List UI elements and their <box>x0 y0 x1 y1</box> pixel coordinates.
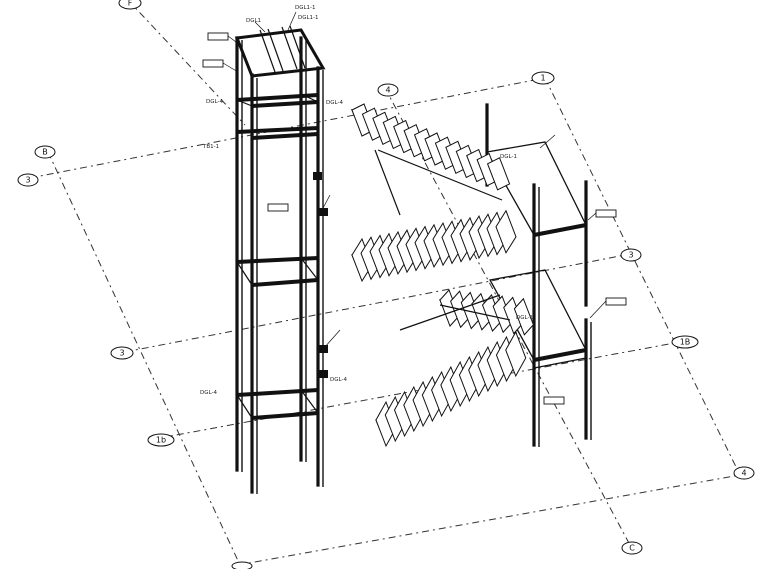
grid-bubble-col-1: 1 <box>531 71 555 85</box>
tag-stair-right-upper <box>595 209 617 218</box>
label-tower-left-1: DGL-4 <box>206 99 223 105</box>
stair-flight-bottom <box>375 330 527 448</box>
label-tower-right-1: DGL-4 <box>326 100 343 106</box>
grid-bubble-stair-top: 4 <box>377 83 399 97</box>
svg-text:3: 3 <box>119 349 124 358</box>
stair-tread <box>486 157 511 191</box>
grid-bubble-left-mid: 3 <box>17 173 39 187</box>
svg-text:C: C <box>629 544 635 553</box>
stair-labels: DGL-1 DGL-1 <box>500 134 627 405</box>
grid-bubble-left-b2: 1b <box>147 433 175 447</box>
svg-text:4: 4 <box>385 86 390 95</box>
label-tower-top-3: DGL1 <box>246 18 261 24</box>
stair-supports <box>374 149 511 331</box>
label-tower-top-1: DGL1-1 <box>295 5 316 11</box>
grid-lines <box>29 0 741 566</box>
grid-bubble-right-mid: 3 <box>620 248 642 262</box>
tower-labels: DGL1-1 DGL1-1 DGL1 DGL-4 TB1-1 DGL-4 DGL… <box>200 5 347 396</box>
stair-flight-top <box>350 103 511 191</box>
stair-flight-middle <box>351 209 534 336</box>
svg-text:1: 1 <box>540 74 545 83</box>
stair-frame-columns <box>485 103 592 447</box>
svg-text:B: B <box>42 148 48 157</box>
grid-bubble-right-b: 1B <box>671 335 699 349</box>
svg-text:4: 4 <box>741 469 746 478</box>
label-tower-right-2: DGL-4 <box>330 377 347 383</box>
tag-tower-top-left <box>207 32 229 41</box>
label-tower-top-2: DGL1-1 <box>298 15 319 21</box>
tag-stair-bottom <box>543 396 565 405</box>
label-stair-top: DGL-1 <box>500 154 517 160</box>
label-tower-left-2: TB1-1 <box>202 144 219 150</box>
grid-bubble-row-b: B <box>34 145 56 159</box>
tag-stair-right-mid <box>605 297 627 306</box>
grid-bubble-left-lower: 3 <box>110 346 134 360</box>
grid-bubble-top-left: F <box>118 0 142 10</box>
label-tower-left-3: DGL-4 <box>200 390 217 396</box>
stair-tread <box>495 209 517 254</box>
grid-bubble-bottom-left <box>231 561 253 569</box>
left-tower <box>234 25 328 494</box>
tag-tower-left-upper <box>202 59 224 68</box>
stair-tread <box>505 330 527 378</box>
svg-text:3: 3 <box>628 251 633 260</box>
stair-tread <box>513 297 534 336</box>
svg-text:1b: 1b <box>156 436 166 445</box>
tag-tower-mid <box>267 203 289 212</box>
grid-bubble-bottom-c: C <box>621 541 643 555</box>
label-stair-mid: DGL-1 <box>516 315 533 321</box>
svg-text:1B: 1B <box>680 338 691 347</box>
svg-text:3: 3 <box>25 176 30 185</box>
grid-bubble-right-bottom: 4 <box>733 466 755 480</box>
svg-text:F: F <box>128 0 133 8</box>
